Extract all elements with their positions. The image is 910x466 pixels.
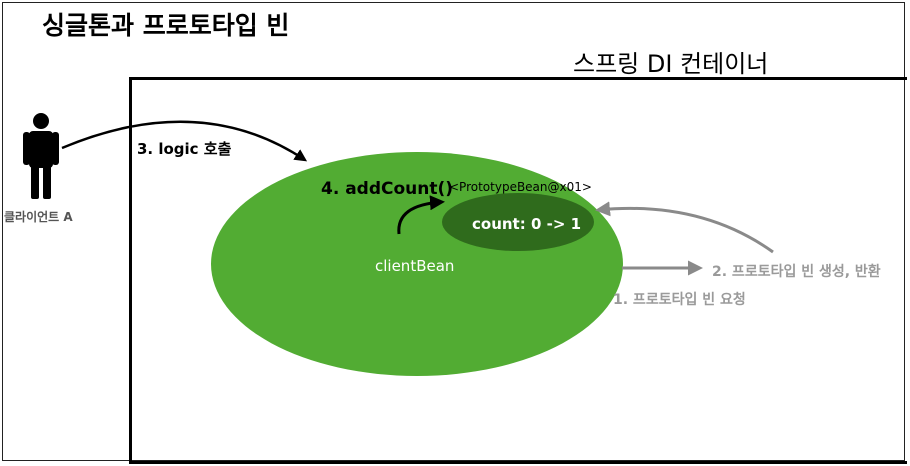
add-count-arrow [397,195,445,235]
prototype-bean-ellipse [442,193,594,251]
spring-container-box [129,77,907,464]
diagram-frame [2,2,905,461]
logic-call-arrow [61,120,308,162]
client-bean-label: clientBean [375,257,455,275]
client-person-icon [23,113,59,199]
spring-container-label: 스프링 DI 컨테이너 [573,50,769,78]
prototype-bean-id: <PrototypeBean@x01> [449,180,592,194]
diagram-title: 싱글톤과 프로토타입 빈 [42,11,290,40]
logic-call-label: 3. logic 호출 [137,140,232,158]
step-request-label: 1. 프로토타입 빈 요청 [613,292,746,308]
step-create-return-label: 2. 프로토타입 빈 생성, 반환 [712,264,881,280]
create-return-arrow [595,201,774,254]
add-count-label: 4. addCount() [321,179,454,199]
prototype-count-label: count: 0 -> 1 [472,215,582,233]
client-a-label: 클라이언트 A [4,210,73,224]
